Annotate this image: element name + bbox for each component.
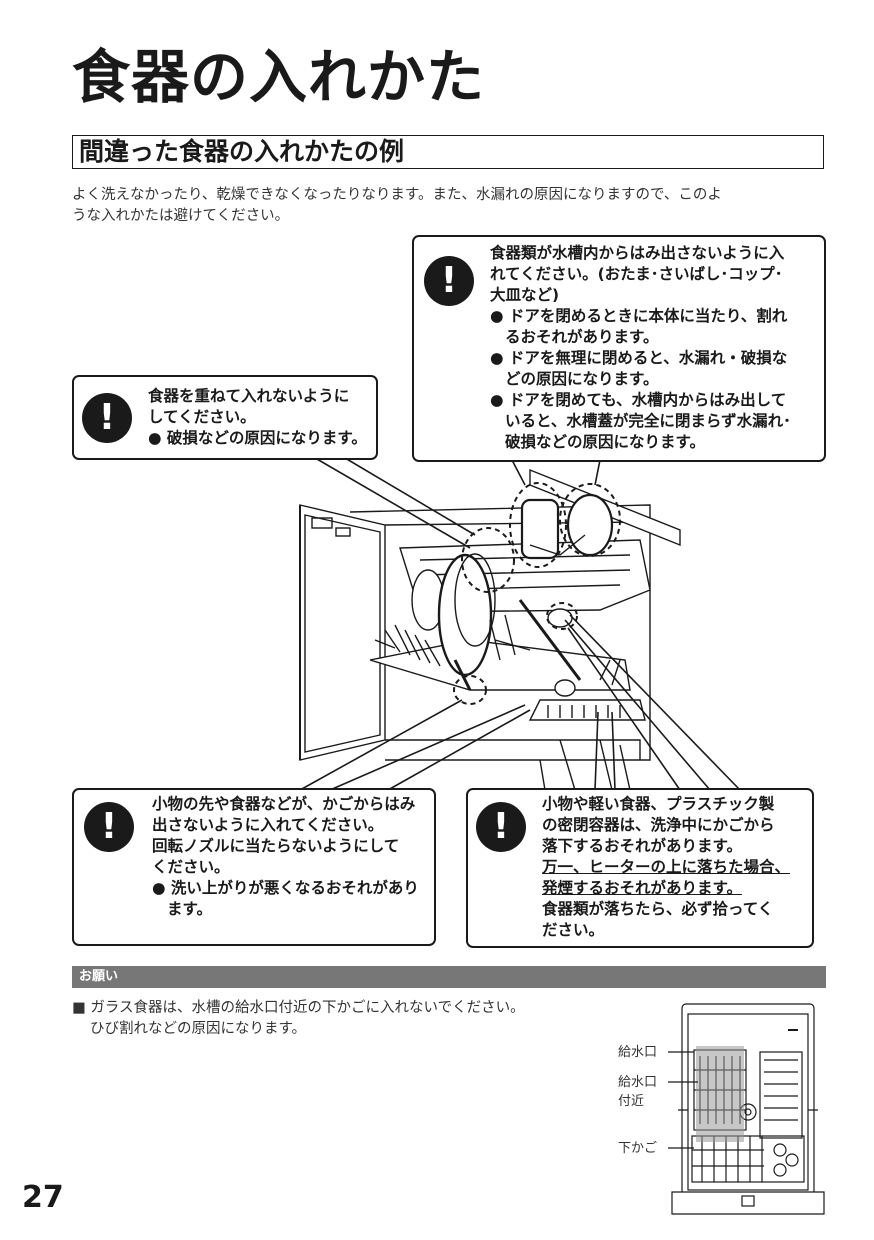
label-near-water-inlet: 給水口 付近 <box>618 1075 658 1109</box>
callout-line: 食器類が水槽内からはみ出さないように入 <box>490 244 785 262</box>
callout-line: ださい。 <box>542 921 605 939</box>
callout-text: 小物や軽い食器、プラスチック製 の密閉容器は、洗浄中にかごから 落下するおそれが… <box>542 794 812 941</box>
label-lower-basket: 下かご <box>618 1141 658 1156</box>
section-heading: 間違った食器の入れかたの例 <box>72 135 824 169</box>
callout-line: 小物や軽い食器、プラスチック製 <box>542 795 775 813</box>
notice-line: ガラス食器は、水槽の給水口付近の下かごに入れないでください。 <box>90 1000 525 1016</box>
dishwasher-illustration <box>299 454 741 791</box>
callout-stacking-warning: ! 食器を重ねて入れないように してください。 ● 破損などの原因になります。 <box>72 375 378 460</box>
notice-line: ひび割れなどの原因になります。 <box>90 1021 307 1037</box>
exclamation-warning-icon: ! <box>84 802 134 852</box>
square-bullet-icon: ■ <box>72 1000 86 1016</box>
page-number: 27 <box>22 1180 64 1215</box>
callout-bullet: ● 破損などの原因になります。 <box>148 429 367 447</box>
callout-line: 落下するおそれがあります。 <box>542 837 742 855</box>
intro-line: よく洗えなかったり、乾燥できなくなったりなります。また、水漏れの原因になりますの… <box>72 187 722 203</box>
callout-line: 食器を重ねて入れないように <box>148 387 350 405</box>
callout-bullet: ● ドアを閉めるときに本体に当たり、割れるおそれがあります。 <box>490 307 788 346</box>
callout-falling-items-warning: ! 小物や軽い食器、プラスチック製 の密閉容器は、洗浄中にかごから 落下するおそ… <box>466 788 814 948</box>
callout-text: 食器類が水槽内からはみ出さないように入 れてください。(おたま･さいばし･コップ… <box>490 243 824 453</box>
callout-line: 出さないように入れてください。 <box>152 816 384 834</box>
callout-underlined-line: 万一、ヒーターの上に落ちた場合、 <box>542 858 791 876</box>
page-title: 食器の入れかた <box>72 43 486 111</box>
callout-line: れてください。(おたま･さいばし･コップ･ <box>490 265 783 283</box>
callout-line: 大皿など) <box>490 286 560 304</box>
callout-line: の密閉容器は、洗浄中にかごから <box>542 816 775 834</box>
callout-overflow-warning: ! 食器類が水槽内からはみ出さないように入 れてください。(おたま･さいばし･コ… <box>412 235 826 462</box>
callout-underlined-line: 発煙するおそれがあります。 <box>542 879 742 897</box>
callout-protrusion-warning: ! 小物の先や食器などが、かごからはみ 出さないように入れてください。 回転ノズ… <box>72 788 436 946</box>
callout-bullet: ● ドアを無理に閉めると、水漏れ・破損などの原因になります。 <box>490 349 788 388</box>
callout-line: ください。 <box>152 858 230 876</box>
notice-heading: お願い <box>72 966 826 988</box>
notice-text: ■ ガラス食器は、水槽の給水口付近の下かごに入れないでください。 ひび割れなどの… <box>72 998 525 1040</box>
callout-line: してください。 <box>148 408 256 426</box>
exclamation-warning-icon: ! <box>424 256 474 306</box>
label-water-inlet: 給水口 <box>618 1045 658 1060</box>
intro-text: よく洗えなかったり、乾燥できなくなったりなります。また、水漏れの原因になりますの… <box>72 185 832 227</box>
front-view-diagram <box>668 1003 825 1215</box>
callout-line: 回転ノズルに当たらないようにして <box>152 837 400 855</box>
callout-bullet: ● ドアを閉めても、水槽内からはみ出していると、水槽蓋が完全に閉まらず水漏れ･破… <box>490 391 791 451</box>
callout-text: 小物の先や食器などが、かごからはみ 出さないように入れてください。 回転ノズルに… <box>152 794 434 920</box>
exclamation-warning-icon: ! <box>82 393 132 443</box>
callout-bullet: ● 洗い上がりが悪くなるおそれがあります。 <box>152 879 419 918</box>
callout-text: 食器を重ねて入れないように してください。 ● 破損などの原因になります。 <box>148 386 376 449</box>
callout-line: 小物の先や食器などが、かごからはみ <box>152 795 416 813</box>
callout-line: 食器類が落ちたら、必ず拾ってく <box>542 900 774 918</box>
exclamation-warning-icon: ! <box>476 802 526 852</box>
intro-line: うな入れかたは避けてください。 <box>72 208 290 224</box>
